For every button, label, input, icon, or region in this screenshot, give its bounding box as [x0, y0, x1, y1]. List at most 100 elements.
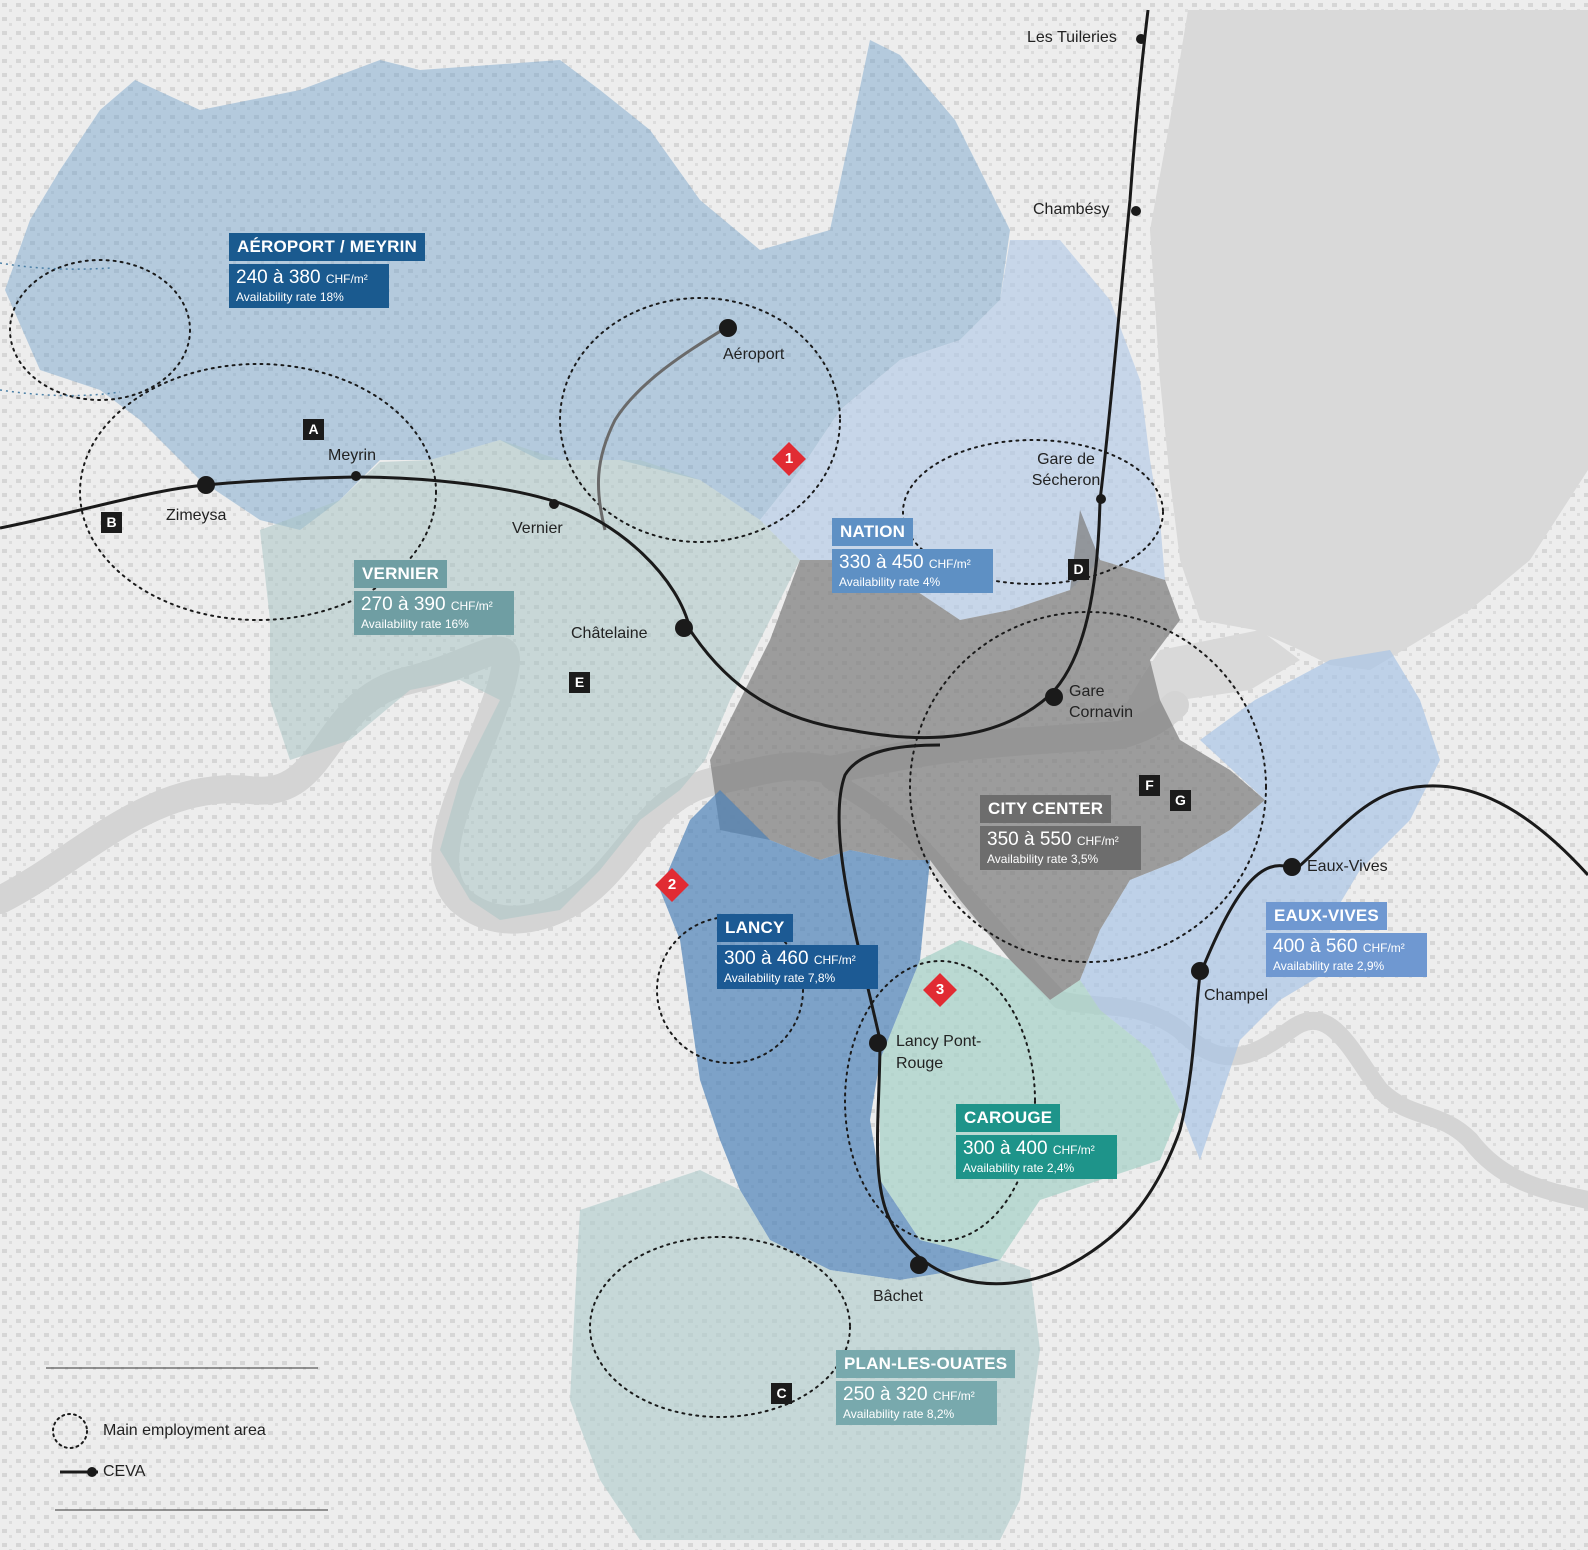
zone-label-eaux-vives: EAUX-VIVES 400 à 560 CHF/m² Availability… [1266, 902, 1427, 977]
station-label-secheron: Gare de Sécheron [1031, 451, 1101, 489]
employment-area-secheron [902, 439, 1164, 585]
station-label-eaux-vives: Eaux-Vives [1307, 858, 1388, 875]
station-label-lancy: Lancy Pont-Rouge [896, 1033, 982, 1072]
zone-label-nation: NATION 330 à 450 CHF/m² Availability rat… [832, 518, 993, 593]
zone-rate-lancy: Availability rate 7,8% [724, 971, 836, 985]
lake-leman [1150, 10, 1588, 670]
zone-label-city-center: CITY CENTER 350 à 550 CHF/m² Availabilit… [980, 795, 1141, 870]
marker-number-3-label: 3 [935, 981, 945, 998]
zone-info-aeroport-meyrin: 240 à 380 CHF/m² Availability rate 18% [229, 264, 389, 308]
employment-area-circles [9, 259, 1267, 1418]
zone-city-center-area [710, 510, 1265, 1000]
airport-rail-branch [597, 325, 728, 531]
zone-price-city-center: 350 à 550 [987, 829, 1072, 850]
zone-unit-plan-les-ouates: CHF/m² [932, 1389, 975, 1403]
station-label-chambesy: Chambésy [1033, 201, 1110, 218]
ceva-line-south [837, 743, 1588, 1286]
zone-rate-aeroport-meyrin: Availability rate 18% [236, 290, 344, 304]
zone-rate-vernier: Availability rate 16% [361, 617, 469, 631]
station-dot-secheron [1096, 494, 1106, 504]
employment-area-meyrin [79, 363, 437, 621]
west-branch-dotted [0, 262, 121, 397]
zone-rate-eaux-vives: Availability rate 2,9% [1273, 959, 1385, 973]
zone-price-plan-les-ouates: 250 à 320 [843, 1384, 928, 1405]
zone-unit-aeroport-meyrin: CHF/m² [325, 272, 368, 286]
station-label-vernier: Vernier [512, 520, 563, 537]
marker-letter-g: G [1170, 790, 1191, 811]
zone-unit-city-center: CHF/m² [1076, 834, 1119, 848]
station-dot-champel [1191, 962, 1209, 980]
zone-unit-carouge: CHF/m² [1052, 1143, 1095, 1157]
marker-letter-d: D [1068, 559, 1089, 580]
station-dot-vernier [549, 499, 559, 509]
marker-number-3: 3 [923, 973, 957, 1007]
station-dot-chambesy [1131, 206, 1141, 216]
station-dot-meyrin [351, 471, 361, 481]
ceva-line-west [0, 9, 1150, 740]
marker-letter-e: E [569, 672, 590, 693]
zone-price-vernier: 270 à 390 [361, 594, 446, 615]
zone-label-aeroport-meyrin: AÉROPORT / MEYRIN 240 à 380 CHF/m² Avail… [229, 233, 426, 308]
zone-name-carouge: CAROUGE [956, 1104, 1061, 1132]
zone-price-carouge: 300 à 400 [963, 1138, 1048, 1159]
marker-letter-b: B [101, 512, 122, 533]
zone-info-eaux-vives: 400 à 560 CHF/m² Availability rate 2,9% [1266, 933, 1427, 977]
zone-label-plan-les-ouates: PLAN-LES-OUATES 250 à 320 CHF/m² Availab… [836, 1350, 1016, 1425]
legend-employment-label: Main employment area [103, 1422, 266, 1439]
zone-carouge-area [880, 940, 1180, 1260]
zone-rate-nation: Availability rate 4% [839, 575, 941, 589]
zone-unit-eaux-vives: CHF/m² [1362, 941, 1405, 955]
zone-name-nation: NATION [832, 518, 914, 546]
station-label-bachet: Bâchet [873, 1288, 923, 1305]
marker-number-2-label: 2 [667, 876, 677, 893]
station-label-zimeysa: Zimeysa [166, 507, 227, 524]
station-dot-cornavin [1045, 688, 1063, 706]
legend-employment-symbol [52, 1413, 88, 1449]
zone-info-vernier: 270 à 390 CHF/m² Availability rate 16% [354, 591, 514, 635]
station-dot-bachet [910, 1256, 928, 1274]
station-dot-aeroport [719, 319, 737, 337]
zone-price-lancy: 300 à 460 [724, 948, 809, 969]
station-label-champel: Champel [1204, 987, 1269, 1004]
zone-name-vernier: VERNIER [354, 560, 447, 588]
station-dot-eaux-vives [1283, 858, 1301, 876]
station-dot-chatelaine [675, 619, 693, 637]
zone-unit-vernier: CHF/m² [450, 599, 493, 613]
zone-price-nation: 330 à 450 [839, 552, 924, 573]
station-label-cornavin: Gare Cornavin [1069, 683, 1134, 721]
zone-eaux-vives-area [1080, 650, 1440, 1160]
zone-info-plan-les-ouates: 250 à 320 CHF/m² Availability rate 8,2% [836, 1381, 997, 1425]
employment-area-west [9, 259, 191, 401]
zone-unit-lancy: CHF/m² [813, 953, 856, 967]
zone-label-lancy: LANCY 300 à 460 CHF/m² Availability rate… [717, 914, 878, 989]
zone-info-carouge: 300 à 400 CHF/m² Availability rate 2,4% [956, 1135, 1117, 1179]
zone-info-city-center: 350 à 550 CHF/m² Availability rate 3,5% [980, 826, 1141, 870]
zone-plan-les-ouates-area [570, 1170, 1040, 1540]
zone-name-eaux-vives: EAUX-VIVES [1266, 902, 1387, 930]
station-dot-lancy [869, 1034, 887, 1052]
marker-number-1: 1 [772, 442, 806, 476]
station-dot-zimeysa [197, 476, 215, 494]
station-dot-tuileries [1136, 34, 1146, 44]
employment-area-cornavin [909, 611, 1267, 963]
station-label-meyrin: Meyrin [328, 447, 377, 464]
station-label-tuileries: Les Tuileries [1027, 29, 1117, 46]
marker-letter-c: C [771, 1383, 792, 1404]
zone-label-vernier: VERNIER 270 à 390 CHF/m² Availability ra… [354, 560, 514, 635]
zone-label-carouge: CAROUGE 300 à 400 CHF/m² Availability ra… [956, 1104, 1117, 1179]
zone-aeroport-meyrin-area [5, 40, 1010, 530]
zone-name-plan-les-ouates: PLAN-LES-OUATES [836, 1350, 1016, 1378]
station-dots [197, 34, 1301, 1274]
zone-lancy-area [660, 790, 1000, 1280]
zone-price-aeroport-meyrin: 240 à 380 [236, 267, 321, 288]
zone-unit-nation: CHF/m² [928, 557, 971, 571]
employment-area-aeroport [559, 297, 841, 543]
employment-area-carouge [844, 960, 1036, 1242]
marker-number-2: 2 [655, 868, 689, 902]
zone-price-eaux-vives: 400 à 560 [1273, 936, 1358, 957]
station-label-chatelaine: Châtelaine [571, 625, 648, 642]
employment-area-plan-les-ouates [589, 1236, 851, 1418]
zone-name-aeroport-meyrin: AÉROPORT / MEYRIN [229, 233, 426, 261]
